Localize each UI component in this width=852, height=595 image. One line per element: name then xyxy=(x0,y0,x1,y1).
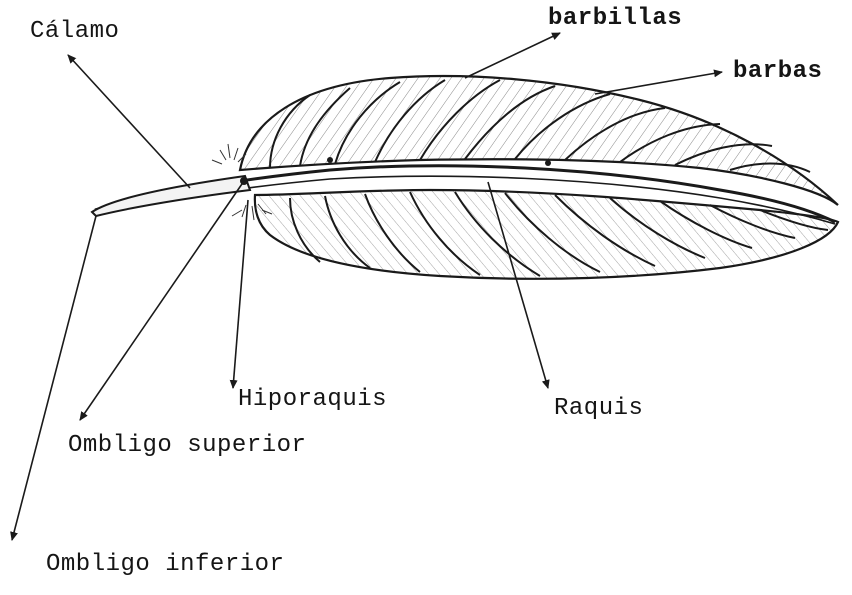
arrow-calamo xyxy=(68,55,190,188)
label-raquis: Raquis xyxy=(554,395,643,423)
rachis-dot-2 xyxy=(545,160,551,166)
label-ombligo-inferior: Ombligo inferior xyxy=(46,551,284,579)
arrow-barbillas xyxy=(465,33,560,78)
label-barbas: barbas xyxy=(733,58,822,86)
label-barbillas: barbillas xyxy=(548,5,682,33)
arrow-barbas xyxy=(595,72,722,94)
label-ombligo-superior: Ombligo superior xyxy=(68,432,306,460)
arrow-ombligo-superior xyxy=(80,181,244,420)
rachis-dot xyxy=(327,157,333,163)
upper-vane xyxy=(240,76,838,205)
arrow-hiporaquis xyxy=(233,200,248,388)
label-hiporaquis: Hiporaquis xyxy=(238,386,387,414)
arrow-ombligo-inferior xyxy=(12,216,96,540)
calamus xyxy=(92,176,250,216)
vane xyxy=(240,76,838,279)
label-calamo: Cálamo xyxy=(30,18,119,46)
